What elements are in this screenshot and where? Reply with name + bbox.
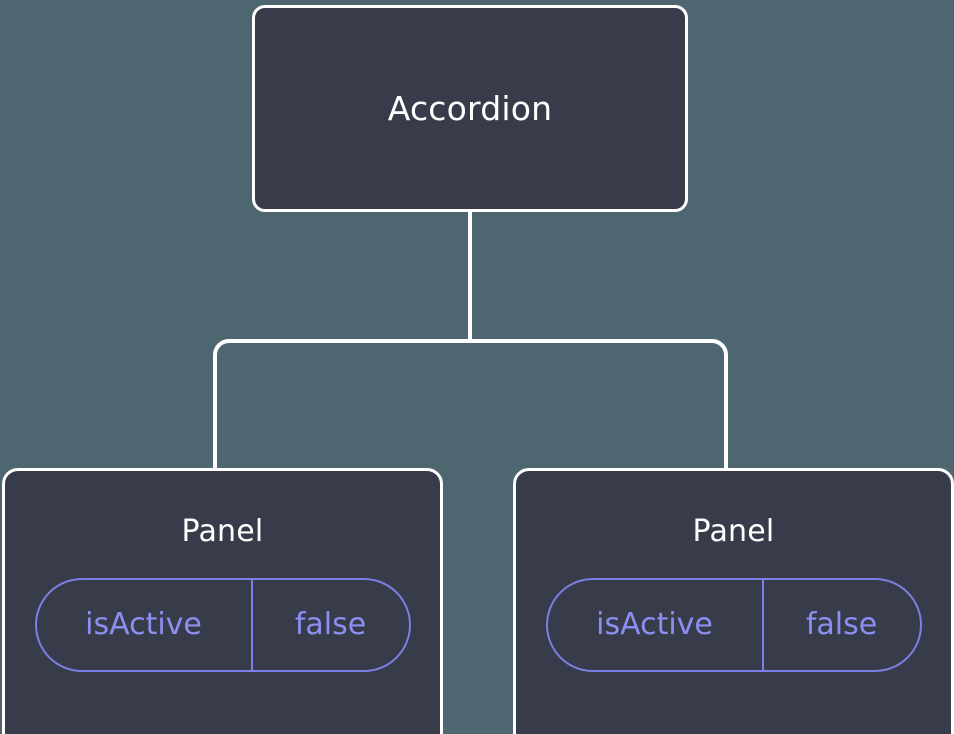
- node-panel-1[interactable]: Panel isActive false: [2, 468, 443, 734]
- prop-key: isActive: [85, 607, 202, 642]
- node-accordion[interactable]: Accordion: [252, 5, 688, 212]
- prop-value: false: [761, 580, 920, 670]
- prop-badge[interactable]: isActive false: [34, 578, 411, 672]
- prop-badge[interactable]: isActive false: [545, 578, 922, 672]
- prop-value: false: [250, 580, 409, 670]
- node-title: Panel: [181, 514, 264, 549]
- node-title: Accordion: [387, 89, 553, 128]
- edge-to-panel-left: [213, 339, 470, 470]
- node-title: Panel: [692, 514, 775, 549]
- prop-key: isActive: [596, 607, 713, 642]
- node-panel-2[interactable]: Panel isActive false: [513, 468, 954, 734]
- edge-to-panel-right: [470, 339, 728, 470]
